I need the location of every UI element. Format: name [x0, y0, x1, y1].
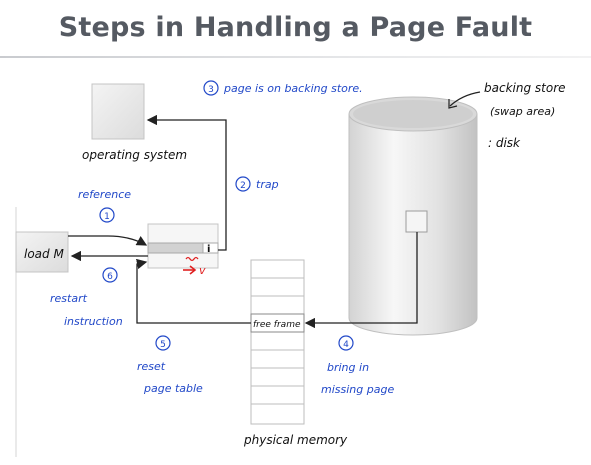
step-6-badge — [102, 267, 118, 283]
step-6-text-line1: restart — [50, 292, 88, 305]
step-2-number: 2 — [240, 181, 246, 191]
physical-memory — [250, 259, 305, 425]
step-6-text-line2: instruction — [64, 315, 123, 328]
step-4-text-line2: missing page — [321, 383, 394, 396]
step-3-number: 3 — [208, 85, 214, 95]
operating-system-box — [91, 83, 145, 140]
load-instruction-box — [15, 231, 69, 273]
load-m-label: load M — [24, 247, 64, 261]
backing-store-label: backing store — [484, 81, 566, 95]
arrow-reset — [135, 258, 251, 324]
title-divider — [0, 56, 591, 58]
arrow-bring-in — [304, 232, 418, 329]
page-table-entry — [147, 242, 204, 254]
valid-invalid-bit — [202, 242, 219, 254]
page-on-disk — [405, 210, 428, 233]
slide-title: Steps in Handling a Page Fault — [58, 12, 533, 43]
disk-label: : disk — [488, 136, 521, 150]
step-1-badge — [99, 207, 115, 223]
step-5-text-line1: reset — [137, 360, 166, 373]
step-3-text: page is on backing store. — [223, 82, 363, 95]
step-4-text-line1: bring in — [327, 361, 369, 374]
step-6-number: 6 — [107, 272, 113, 282]
strike-mark — [185, 256, 199, 262]
step-2-badge — [235, 176, 251, 192]
step-5-badge — [155, 335, 171, 351]
step-2-text: trap — [256, 178, 279, 191]
step-3-badge — [203, 80, 219, 96]
step-1-text: reference — [78, 188, 131, 201]
valid-bit-label: v — [199, 264, 206, 277]
red-arrow-icon — [189, 265, 197, 275]
step-1-number: 1 — [104, 212, 110, 222]
arrow-trap — [146, 114, 227, 251]
arrow-reference — [68, 235, 148, 246]
physical-memory-label: physical memory — [243, 433, 348, 447]
swap-area-label: (swap area) — [490, 105, 555, 118]
step-5-text-line2: page table — [143, 382, 203, 395]
step-4-number: 4 — [343, 340, 349, 350]
free-frame-label: free frame — [253, 320, 301, 330]
invalid-bit-label: i — [207, 244, 210, 255]
step-4-badge — [338, 335, 354, 351]
step-5-number: 5 — [160, 340, 166, 350]
operating-system-label: operating system — [82, 148, 187, 162]
backing-store-callout — [449, 91, 481, 107]
